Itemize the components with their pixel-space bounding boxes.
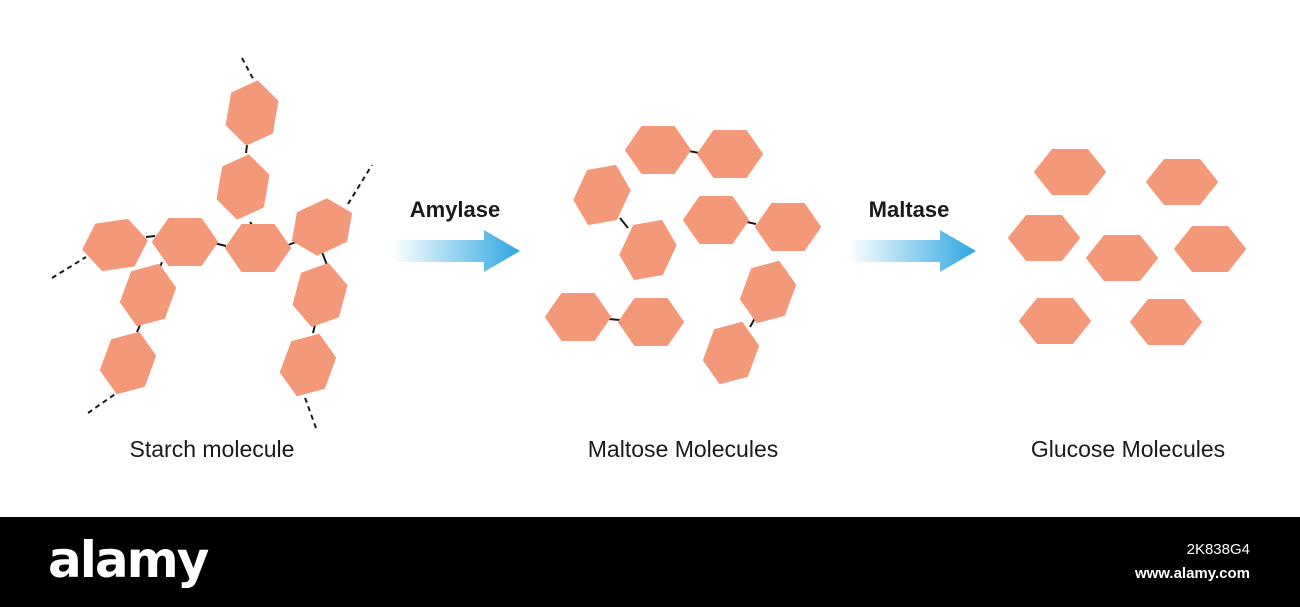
glycosidic-bond bbox=[312, 324, 316, 334]
glycosidic-bond bbox=[608, 318, 621, 321]
diagram-canvas bbox=[51, 57, 1246, 429]
maltose-glucose-unit bbox=[755, 203, 821, 251]
watermark-footer: alamy 2K838G4 www.alamy.com bbox=[0, 517, 1300, 607]
maltase-label: Maltase bbox=[868, 197, 950, 222]
starch-glucose-unit bbox=[119, 263, 177, 327]
glycosidic-bond bbox=[619, 217, 629, 229]
amylase-arrow bbox=[392, 230, 520, 272]
starch-glucose-unit bbox=[152, 218, 218, 266]
glucose-molecules-caption: Glucose Molecules bbox=[1030, 436, 1226, 462]
glucose-unit bbox=[1034, 149, 1106, 195]
maltose-glucose-unit bbox=[573, 165, 631, 225]
starch-glucose-unit bbox=[99, 331, 157, 395]
amylase-label: Amylase bbox=[409, 197, 501, 222]
glycosidic-bond bbox=[145, 235, 156, 238]
glycosidic-bond bbox=[136, 324, 141, 333]
glycosidic-bond bbox=[688, 150, 700, 154]
maltose-glucose-unit bbox=[619, 220, 677, 280]
maltose-glucose-unit bbox=[697, 130, 763, 178]
maltose-molecules-caption: Maltose Molecules bbox=[587, 436, 779, 462]
dashed-chain-end bbox=[51, 256, 87, 279]
site-url: www.alamy.com bbox=[1134, 565, 1250, 582]
dashed-chain-end bbox=[347, 164, 373, 205]
maltose-glucose-unit bbox=[618, 298, 684, 346]
starch-molecule-caption: Starch molecule bbox=[129, 436, 295, 462]
starch-glucose-unit bbox=[216, 154, 270, 220]
glycosidic-bond bbox=[746, 221, 757, 225]
dashed-chain-end bbox=[87, 391, 119, 414]
maltose-glucose-unit bbox=[702, 321, 760, 385]
maltose-glucose-unit bbox=[625, 126, 691, 174]
maltose-glucose-unit bbox=[683, 196, 749, 244]
starch-glucose-unit bbox=[82, 219, 148, 271]
glucose-unit bbox=[1174, 226, 1246, 272]
glucose-unit bbox=[1146, 159, 1218, 205]
glucose-unit bbox=[1008, 215, 1080, 261]
starch-glucose-unit bbox=[225, 80, 279, 146]
glycosidic-bond bbox=[245, 144, 248, 154]
starch-glucose-unit bbox=[292, 198, 352, 256]
maltose-glucose-unit bbox=[739, 260, 797, 324]
dashed-chain-end bbox=[303, 394, 317, 429]
glucose-unit bbox=[1086, 235, 1158, 281]
maltase-arrow bbox=[848, 230, 976, 272]
alamy-logo: alamy bbox=[48, 531, 209, 589]
starch-glucose-unit bbox=[225, 224, 291, 272]
starch-glucose-unit bbox=[279, 333, 337, 397]
glucose-unit bbox=[1019, 298, 1091, 344]
maltose-glucose-unit bbox=[545, 293, 611, 341]
glucose-unit bbox=[1130, 299, 1202, 345]
starch-glucose-unit bbox=[292, 263, 348, 327]
glycosidic-bond bbox=[321, 251, 328, 266]
image-id: 2K838G4 bbox=[1186, 541, 1250, 558]
